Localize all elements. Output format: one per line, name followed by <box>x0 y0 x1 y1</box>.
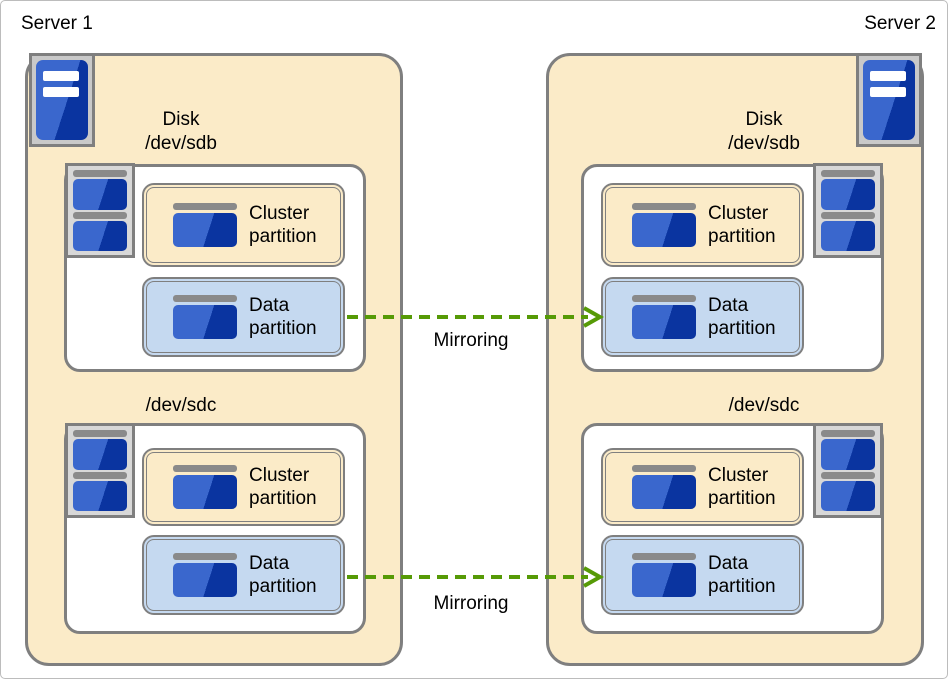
data-partition: Data partition <box>142 535 345 615</box>
disk-icon <box>813 163 883 258</box>
server2-label: Server 2 <box>864 13 936 34</box>
partition-label: Data partition <box>249 553 317 597</box>
partition-label: Data partition <box>708 553 776 597</box>
disk-title-line1: Disk <box>162 109 200 130</box>
server-icon <box>856 53 922 147</box>
mirroring-arrow <box>347 306 604 328</box>
disk-title-line2: /dev/sdb <box>145 133 217 154</box>
partition-label: Cluster partition <box>708 203 776 247</box>
cluster-partition: Cluster partition <box>142 183 345 267</box>
disk-icon <box>65 163 135 258</box>
server1-label: Server 1 <box>21 13 93 34</box>
disk-title-line2: /dev/sdb <box>728 133 800 154</box>
server-tower-icon <box>863 60 915 140</box>
disk-title-line1: /dev/sdc <box>145 395 217 416</box>
partition-label: Cluster partition <box>249 465 317 509</box>
partition-label: Cluster partition <box>249 203 317 247</box>
disk-title: Disk /dev/sdb <box>689 108 839 156</box>
server-tower-icon <box>36 60 88 140</box>
partition-icon <box>173 465 237 509</box>
disk-icon <box>813 423 883 518</box>
cluster-partition: Cluster partition <box>601 183 804 267</box>
partition-icon <box>173 203 237 247</box>
disk-title: /dev/sdc <box>106 394 256 418</box>
disk-title-line1: Disk <box>745 109 783 130</box>
disk-title-line1: /dev/sdc <box>728 395 800 416</box>
partition-icon <box>632 465 696 509</box>
partition-label: Data partition <box>249 295 317 339</box>
disk-title: /dev/sdc <box>689 394 839 418</box>
partition-icon <box>173 553 237 597</box>
cluster-partition: Cluster partition <box>142 448 345 526</box>
partition-label: Cluster partition <box>708 465 776 509</box>
mirroring-label: Mirroring <box>433 593 509 614</box>
data-partition: Data partition <box>601 277 804 357</box>
mirroring-arrow <box>347 566 604 588</box>
data-partition: Data partition <box>601 535 804 615</box>
disk-icon <box>65 423 135 518</box>
partition-icon <box>632 203 696 247</box>
partition-icon <box>632 295 696 339</box>
partition-label: Data partition <box>708 295 776 339</box>
disk-title: Disk /dev/sdb <box>106 108 256 156</box>
cluster-partition: Cluster partition <box>601 448 804 526</box>
server-icon <box>29 53 95 147</box>
partition-icon <box>173 295 237 339</box>
data-partition: Data partition <box>142 277 345 357</box>
partition-icon <box>632 553 696 597</box>
mirroring-label: Mirroring <box>433 330 509 351</box>
